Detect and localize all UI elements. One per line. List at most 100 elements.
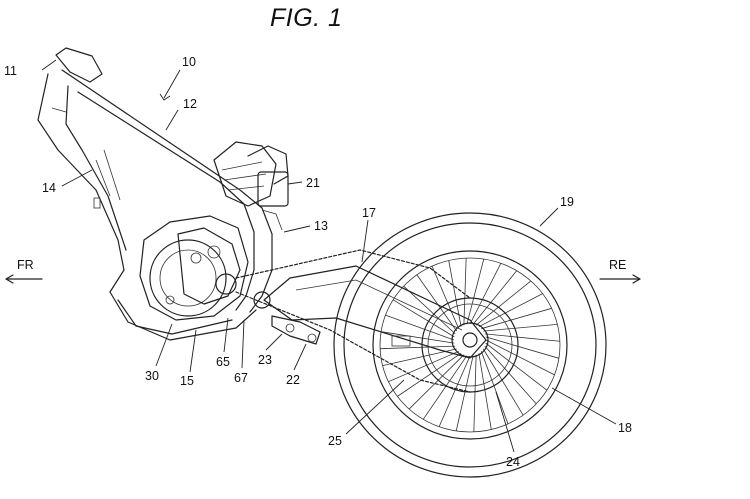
spoke xyxy=(481,307,552,330)
spoke xyxy=(422,355,468,420)
spoke xyxy=(403,285,456,335)
swingarm-edge xyxy=(295,279,463,331)
spoke xyxy=(478,353,492,430)
ref-24: 24 xyxy=(506,455,520,469)
rear-wheel xyxy=(333,212,607,478)
air-intake-21 xyxy=(257,171,289,207)
spoke xyxy=(484,345,537,405)
chain-guide xyxy=(391,335,411,347)
cylinder-fins xyxy=(221,161,267,191)
rear-rim-inner xyxy=(379,257,561,433)
spoke xyxy=(480,351,509,425)
leader-19 xyxy=(539,207,559,227)
ref-30: 30 xyxy=(145,369,159,383)
spoke xyxy=(483,324,558,332)
leader-11 xyxy=(41,59,57,71)
swingarm xyxy=(263,265,487,359)
transmission-case xyxy=(177,227,241,305)
down-tube-front xyxy=(37,73,125,293)
spoke xyxy=(388,350,459,383)
spoke xyxy=(473,354,477,432)
spoke xyxy=(475,280,532,326)
ref-10: 10 xyxy=(182,55,196,69)
leader-13 xyxy=(283,225,311,233)
throttle-body xyxy=(247,145,289,185)
swingarm-assembly xyxy=(235,249,487,393)
ref-67: 67 xyxy=(234,371,248,385)
rear-sprocket-inner xyxy=(427,303,513,387)
rear-spokes xyxy=(380,258,560,432)
intake-hose xyxy=(261,209,283,231)
spoke xyxy=(438,355,471,427)
frame-gussets xyxy=(51,107,121,201)
spoke xyxy=(455,355,474,432)
main-frame-upper xyxy=(61,69,273,313)
engine-cover-inner xyxy=(159,249,217,307)
spoke xyxy=(485,336,560,359)
engine-bolt-b xyxy=(190,252,202,264)
ref-14: 14 xyxy=(42,181,56,195)
main-frame-inner xyxy=(77,91,255,311)
rear-hub xyxy=(451,322,489,358)
spoke xyxy=(380,345,456,350)
ref-22: 22 xyxy=(286,373,300,387)
link-bolt xyxy=(285,323,295,333)
pivot-shaft xyxy=(253,291,271,309)
engine-bolt-a xyxy=(207,245,221,259)
leader-24 xyxy=(495,391,515,453)
spoke xyxy=(397,352,462,397)
chain-lower xyxy=(235,291,471,393)
ref-11: 11 xyxy=(4,64,17,78)
leader-15 xyxy=(189,329,197,373)
rear-direction-indicator: RE xyxy=(599,258,641,284)
spoke xyxy=(431,265,460,329)
spoke xyxy=(478,293,543,328)
rear-direction-label: RE xyxy=(609,258,626,272)
ref-18: 18 xyxy=(618,421,632,435)
engine-crankcase xyxy=(139,215,249,321)
ref-25: 25 xyxy=(328,434,342,448)
rear-tire-inner xyxy=(343,222,597,468)
rear-rim-outer xyxy=(372,250,568,440)
ref-23: 23 xyxy=(258,353,272,367)
leader-10 xyxy=(163,69,181,99)
spoke xyxy=(472,270,518,325)
ref-15: 15 xyxy=(180,374,194,388)
chain-upper xyxy=(235,249,471,299)
leader-65 xyxy=(223,317,229,353)
ref-13: 13 xyxy=(314,219,328,233)
ref-65: 65 xyxy=(216,355,230,369)
front-direction-indicator: FR xyxy=(5,258,43,284)
leader-lines xyxy=(41,59,617,453)
front-direction-label: FR xyxy=(17,258,34,272)
engine-bolt-c xyxy=(165,295,175,305)
spoke xyxy=(416,274,458,332)
lower-cradle xyxy=(109,291,257,341)
rear-arrow-head xyxy=(632,274,641,284)
ref-21: 21 xyxy=(306,176,320,190)
rear-tire-outer xyxy=(333,212,607,478)
frame-bracket xyxy=(93,197,101,209)
spoke xyxy=(482,348,524,416)
rear-axle xyxy=(462,332,478,348)
spoke xyxy=(448,260,462,327)
link-bolt-2 xyxy=(307,333,317,343)
ref-17: 17 xyxy=(362,206,376,220)
spoke xyxy=(385,314,455,341)
drive-sprocket xyxy=(215,273,237,295)
front-arrow-head xyxy=(5,274,14,284)
engine-cylinder xyxy=(213,141,277,207)
down-tube-rear xyxy=(65,85,127,251)
leader-12 xyxy=(165,109,179,131)
leader-17 xyxy=(361,219,369,263)
lower-cradle-inner xyxy=(117,299,233,335)
spoke xyxy=(484,333,560,342)
reference-numerals: 11 10 12 14 21 13 17 19 30 15 65 67 23 2… xyxy=(4,55,632,469)
leader-30 xyxy=(155,323,173,367)
spoke xyxy=(485,339,555,376)
spoke xyxy=(380,331,455,344)
vehicle-frame xyxy=(37,47,273,341)
engine-cover xyxy=(149,239,227,317)
